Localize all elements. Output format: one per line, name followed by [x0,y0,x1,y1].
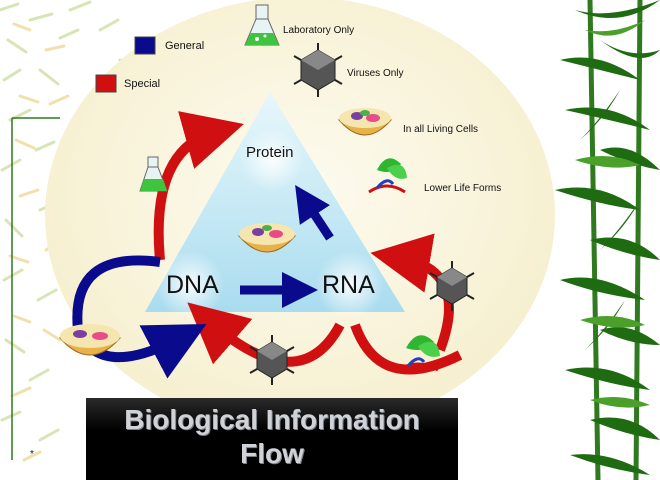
key-laboratory-label: Laboratory Only [283,25,355,36]
flask-icon [244,4,280,46]
dna-to-protein-arrow [153,111,244,261]
rna-glow [316,251,384,319]
rna-replication-arrow-lower [350,323,463,375]
cell-icon [337,108,393,136]
title-banner: Biological Information Flow [86,398,458,480]
translation-arrow [295,184,334,241]
cell-icon [58,324,122,356]
title-line-1: Biological Information [124,404,420,435]
protein-node-label: Protein [246,144,294,161]
general-swatch [134,36,156,55]
title-line-2: Flow [240,438,304,469]
virus-icon [293,43,343,97]
footnote-marker: * [30,449,34,460]
dna-glow [156,251,224,319]
special-swatch [95,74,117,93]
key-lower-life-label: Lower Life Forms [424,183,502,194]
plant-icon [397,335,440,372]
virus-icon [249,335,295,385]
bamboo-decoration [555,0,660,480]
protein-glow [240,128,304,192]
plant-icon [368,158,407,194]
leaf-pattern-left [0,0,140,462]
virus-icon [429,261,475,311]
dna-node-label: DNA [166,271,219,299]
legend-general-label: General [165,40,205,52]
cell-icon [237,223,297,253]
key-living-cells-label: In all Living Cells [403,124,479,135]
rna-node-label: RNA [322,271,375,299]
legend-special-label: Special [124,78,161,90]
key-viruses-label: Viruses Only [347,68,404,79]
flask-icon [139,156,168,192]
